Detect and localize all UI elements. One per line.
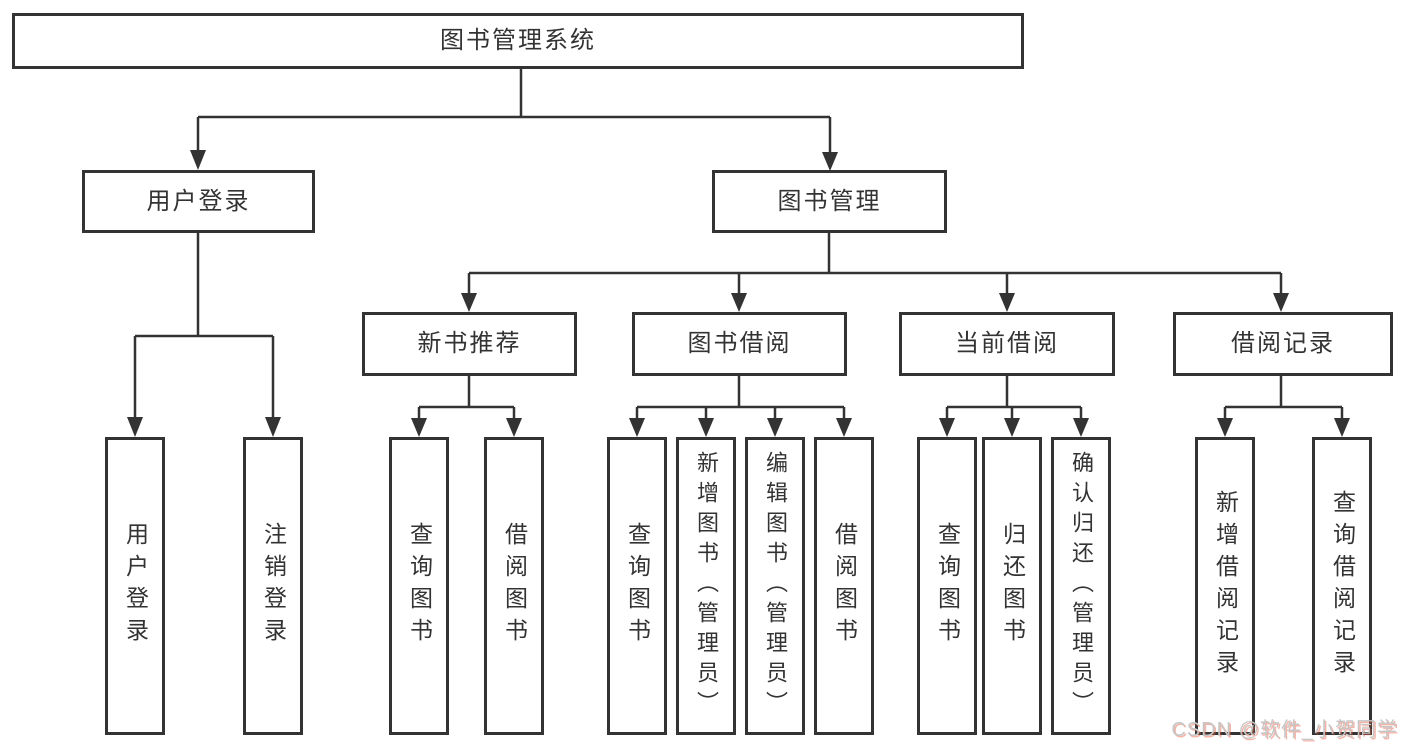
- leaf-query-books-borrow: 查询图书: [607, 437, 667, 735]
- node-book-borrowing: 图书借阅: [632, 312, 847, 376]
- leaf-user-login: 用户登录: [105, 437, 165, 735]
- leaf-logout: 注销登录: [243, 437, 303, 735]
- csdn-watermark: CSDN @软件_小贺同学: [1171, 719, 1398, 741]
- leaf-query-borrow-record: 查询借阅记录: [1312, 437, 1372, 735]
- node-library-management-system: 图书管理系统: [12, 13, 1024, 69]
- leaf-confirm-return-admin: 确认归还（管理员）: [1051, 437, 1111, 735]
- node-current-borrowing: 当前借阅: [899, 312, 1115, 376]
- leaf-add-borrow-record: 新增借阅记录: [1195, 437, 1255, 735]
- arrow-heads: [127, 150, 1350, 437]
- leaf-borrow-books: 借阅图书: [814, 437, 874, 735]
- leaf-query-books-current: 查询图书: [917, 437, 977, 735]
- node-new-book-recommendation: 新书推荐: [362, 312, 577, 376]
- leaf-return-book: 归还图书: [982, 437, 1042, 735]
- node-borrowing-records: 借阅记录: [1173, 312, 1393, 376]
- connector-edges: [133, 68, 1344, 419]
- leaf-add-book-admin: 新增图书（管理员）: [676, 437, 736, 735]
- leaf-edit-book-admin: 编辑图书（管理员）: [745, 437, 805, 735]
- node-user-login: 用户登录: [82, 170, 315, 233]
- node-book-management: 图书管理: [712, 170, 947, 233]
- leaf-borrow-books-recommend: 借阅图书: [484, 437, 544, 735]
- leaf-query-books-recommend: 查询图书: [389, 437, 449, 735]
